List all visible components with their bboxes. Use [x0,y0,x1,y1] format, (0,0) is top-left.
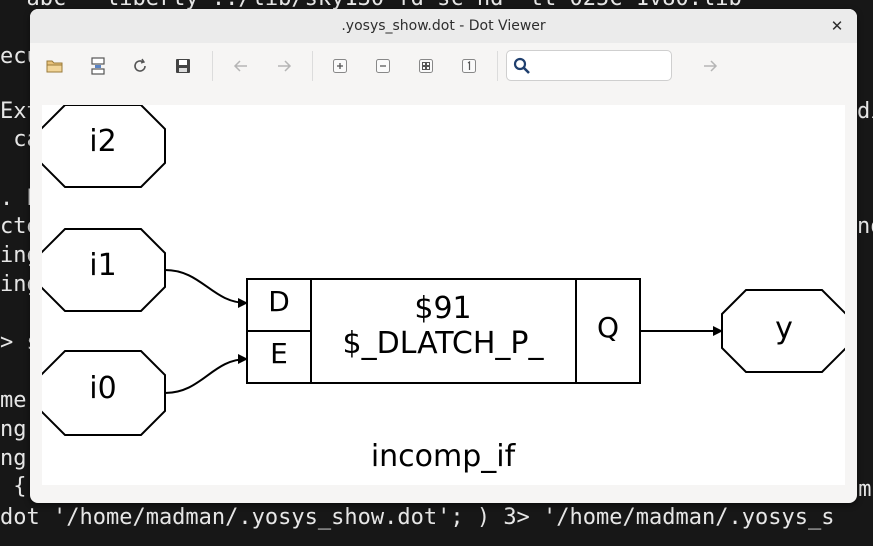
terminal-fragment: no [857,214,873,239]
node-label: y [775,311,793,346]
input-node-i1[interactable]: i1 [40,228,166,312]
toolbar-separator [312,51,313,81]
arrow-left-icon [233,60,247,72]
node-label: i2 [89,124,116,159]
search-input[interactable] [535,55,669,78]
toolbar [30,43,857,89]
edge-i0-to-e [164,354,248,394]
title-bar[interactable]: .yosys_show.dot - Dot Viewer ✕ [30,9,857,43]
latch-cell[interactable]: D E $91 $_DLATCH_P_ Q [246,278,641,384]
arrow-right-icon [704,60,718,72]
folder-open-icon [46,60,63,73]
output-node-y[interactable]: y [721,289,847,373]
port-q-label: Q [597,311,619,344]
export-button[interactable] [86,55,110,77]
terminal-line: { [0,474,27,499]
terminal-line: ng [0,417,27,442]
arrow-right-icon [278,60,292,72]
terminal-line: ng [0,446,27,471]
zoom-original-icon [462,59,476,73]
graph-canvas[interactable]: i2 i1 i0 D E [40,104,847,485]
find-next-button[interactable] [698,55,722,77]
save-icon [176,59,190,73]
port-d-label: D [268,285,290,318]
edge-i1-to-d [164,269,248,308]
forward-button[interactable] [272,55,296,77]
dot-viewer-window: .yosys_show.dot - Dot Viewer ✕ [30,9,857,503]
toolbar-separator [212,51,213,81]
zoom-out-button[interactable] [371,55,395,77]
terminal-fragment: di [857,99,873,124]
zoom-fit-button[interactable] [414,55,438,77]
close-button[interactable]: ✕ [830,17,844,35]
input-node-i2[interactable]: i2 [40,104,166,188]
input-node-i0[interactable]: i0 [40,350,166,436]
node-label: i0 [89,371,116,406]
terminal-bottom-line: dot '/home/madman/.yosys_show.dot'; ) 3>… [0,505,835,530]
node-label: i1 [89,248,116,283]
back-button[interactable] [229,55,253,77]
module-name-label: incomp_if [371,439,517,474]
zoom-in-icon [333,59,347,73]
save-button[interactable] [171,55,195,77]
cell-type-label: $_DLATCH_P_ [343,326,545,361]
search-field[interactable] [506,50,672,81]
reload-icon [134,58,146,72]
toolbar-separator [497,51,498,81]
window-title: .yosys_show.dot - Dot Viewer [341,18,546,34]
zoom-100-button[interactable] [457,55,481,77]
open-button[interactable] [43,55,67,77]
zoom-in-button[interactable] [328,55,352,77]
zoom-out-icon [376,59,390,73]
export-icon [91,57,105,75]
port-e-label: E [270,337,288,370]
terminal-line: abc -liberty ../lib/sky130_fd_sc_hd__tt_… [0,0,741,12]
search-icon [513,57,530,74]
cell-id-label: $91 [414,291,471,326]
zoom-fit-icon [419,59,433,73]
reload-button[interactable] [128,55,152,77]
